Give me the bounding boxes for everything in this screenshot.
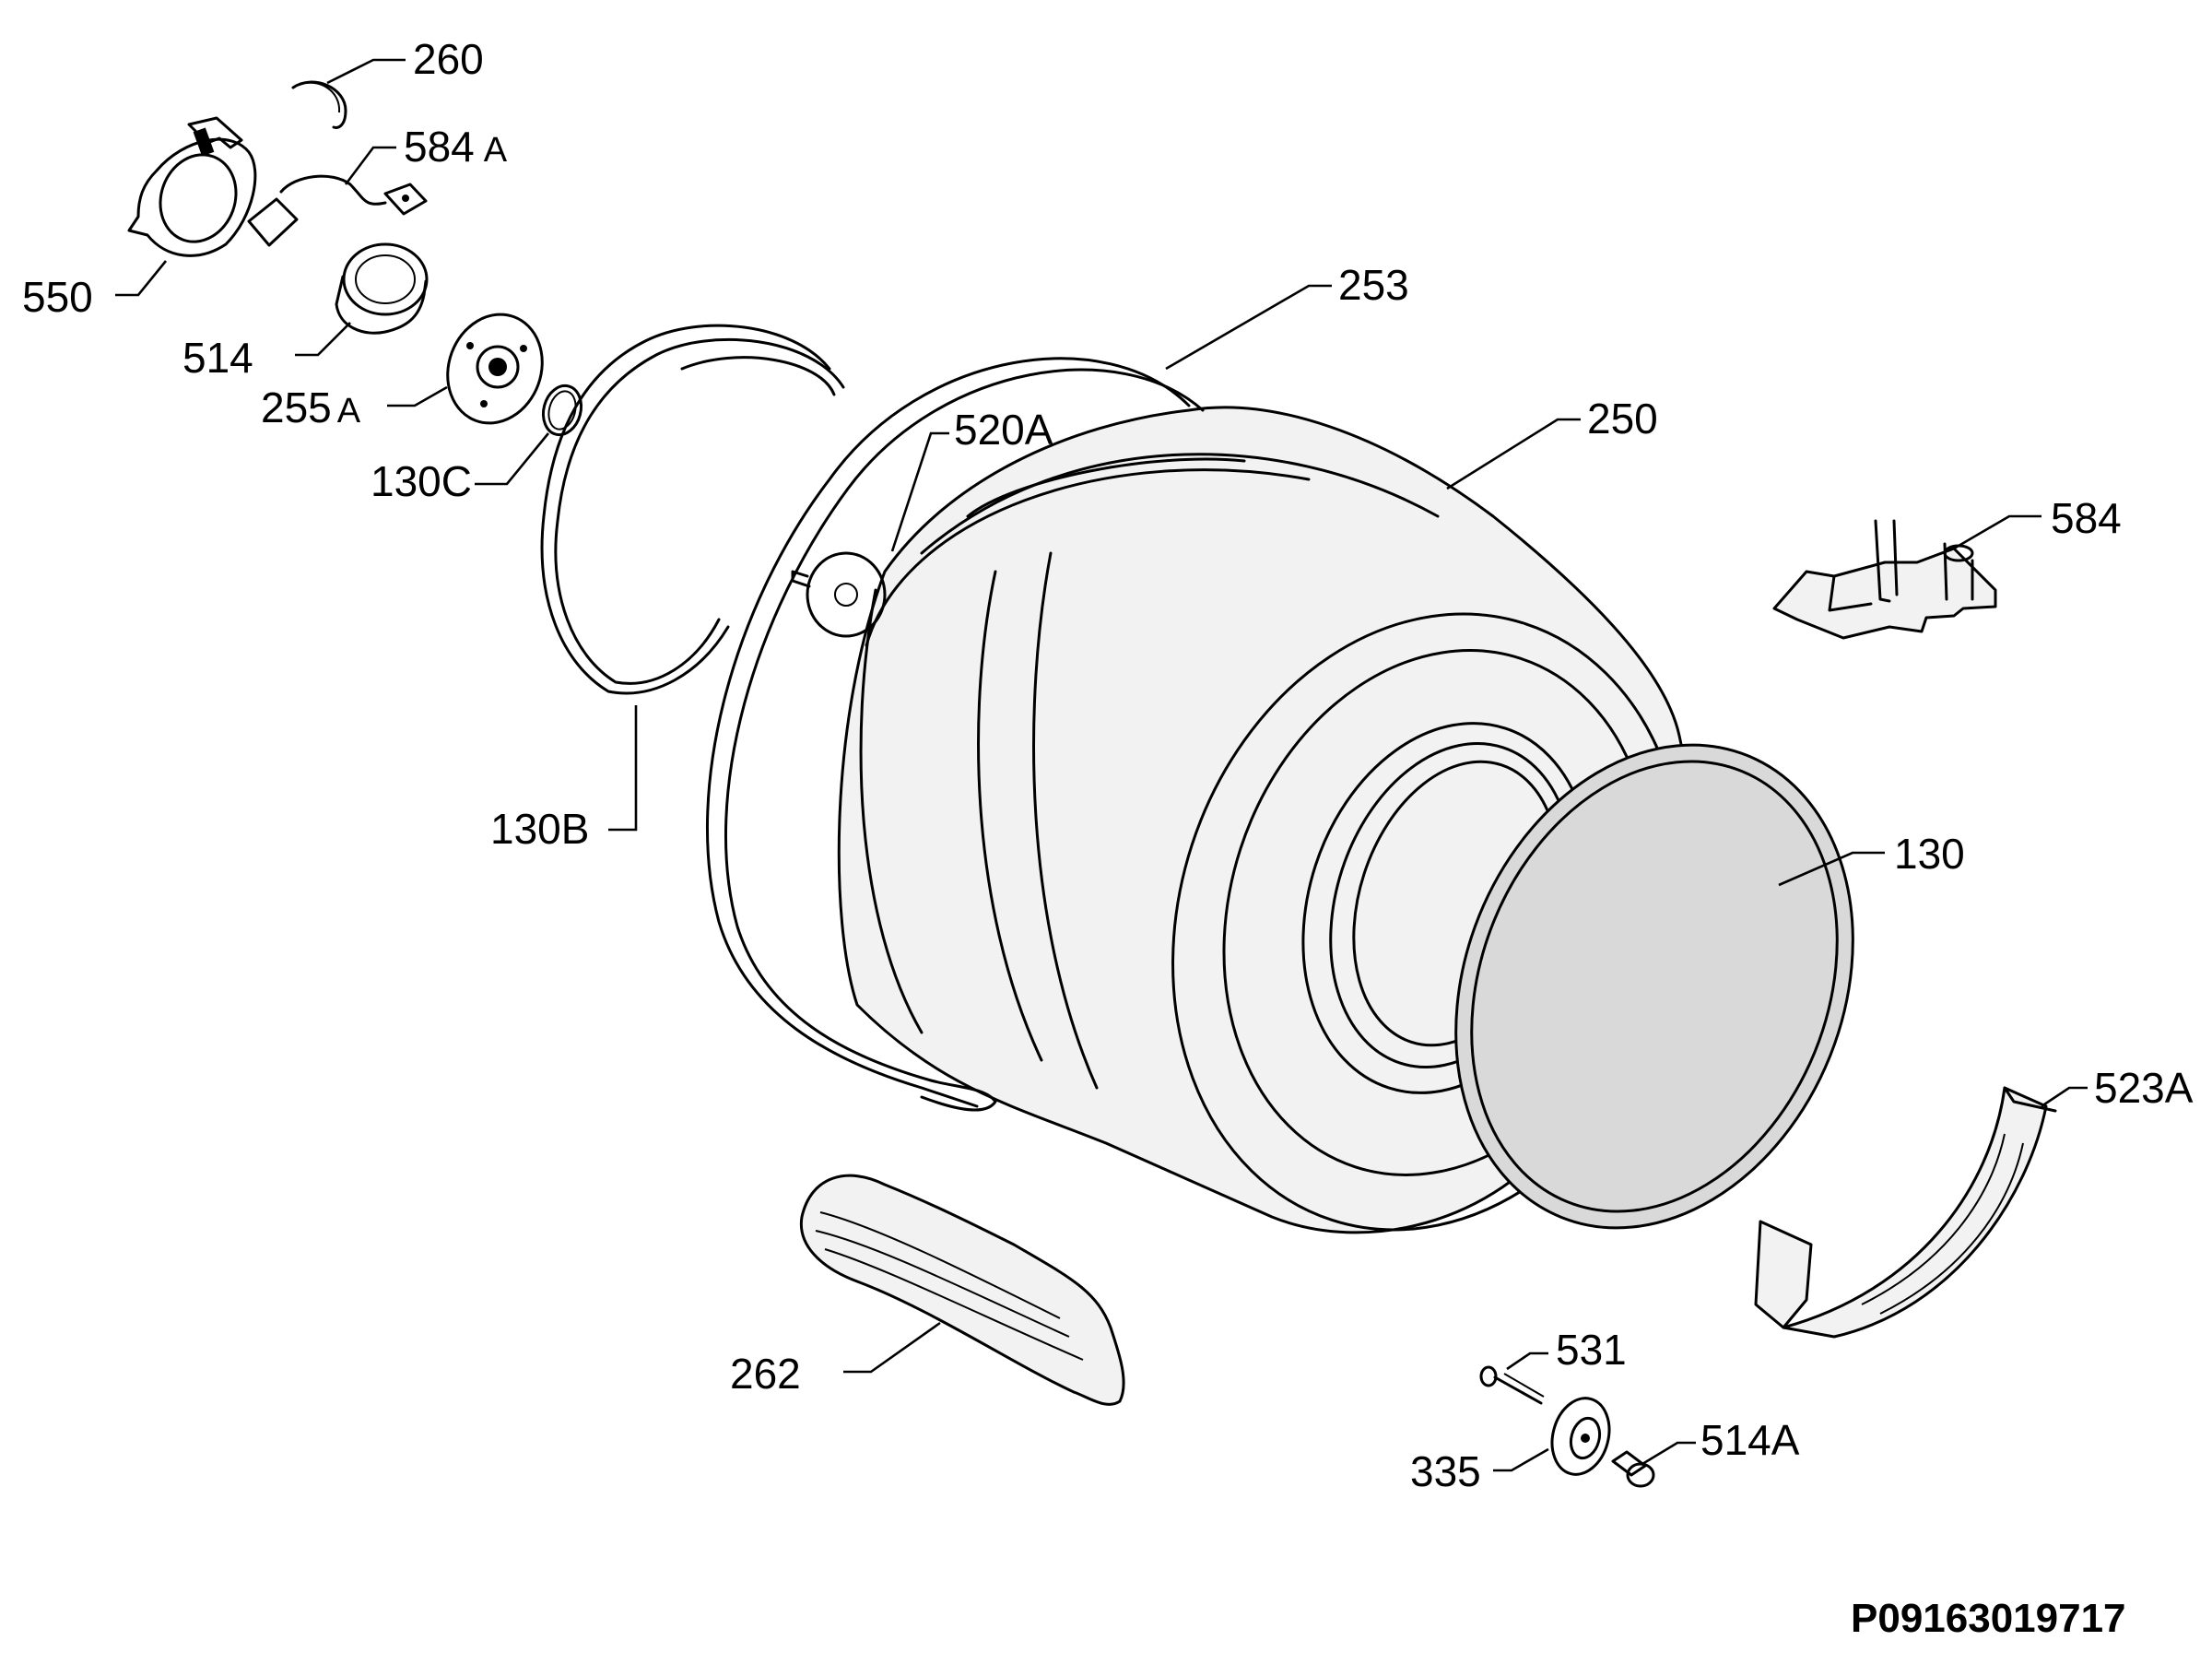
- label-335: 335: [1410, 1447, 1481, 1495]
- drum-back-part-253: [705, 357, 1205, 1112]
- circlip-part-130c: [541, 384, 583, 437]
- leader-lines: [115, 58, 2088, 1472]
- label-584: 584: [2051, 494, 2122, 542]
- pulley-part-335: [1550, 1397, 1611, 1476]
- screw-part-531: [1479, 1365, 1545, 1405]
- baffle-part-262: [799, 1174, 1125, 1406]
- trim-part-523a: [1754, 1086, 2057, 1339]
- label-255a-suffix: A: [337, 392, 361, 431]
- label-250: 250: [1587, 395, 1658, 443]
- label-130c: 130C: [371, 457, 472, 505]
- label-550: 550: [22, 273, 93, 321]
- label-262: 262: [730, 1350, 801, 1398]
- pin-part-514a: [1611, 1450, 1655, 1488]
- belt-part-130b: [540, 324, 845, 695]
- label-253: 253: [1338, 261, 1409, 309]
- bearing-part-514: [335, 242, 429, 335]
- bracket-part-584: [1772, 519, 1997, 640]
- sensor-wire-part-584a: [247, 174, 428, 247]
- housing-part-550: [127, 116, 257, 257]
- label-130b: 130B: [490, 805, 589, 853]
- label-260: 260: [413, 35, 484, 83]
- drawing-code: P09163019717: [1851, 1596, 2126, 1641]
- label-130: 130: [1894, 830, 1965, 878]
- label-514a: 514A: [1700, 1416, 1800, 1464]
- ring-part-130: [1454, 743, 1854, 1230]
- label-531: 531: [1556, 1326, 1627, 1374]
- bearing-plate-part-255a: [446, 313, 544, 425]
- label-584a-suffix: A: [484, 131, 508, 170]
- label-514: 514: [182, 334, 253, 382]
- label-523a: 523A: [2094, 1064, 2194, 1112]
- label-255a-number: 255: [261, 384, 332, 431]
- label-584a-number: 584: [404, 123, 475, 171]
- sensor-part-520a: [791, 551, 887, 638]
- spring-part-260: [291, 80, 347, 129]
- label-520a: 520A: [954, 406, 1053, 454]
